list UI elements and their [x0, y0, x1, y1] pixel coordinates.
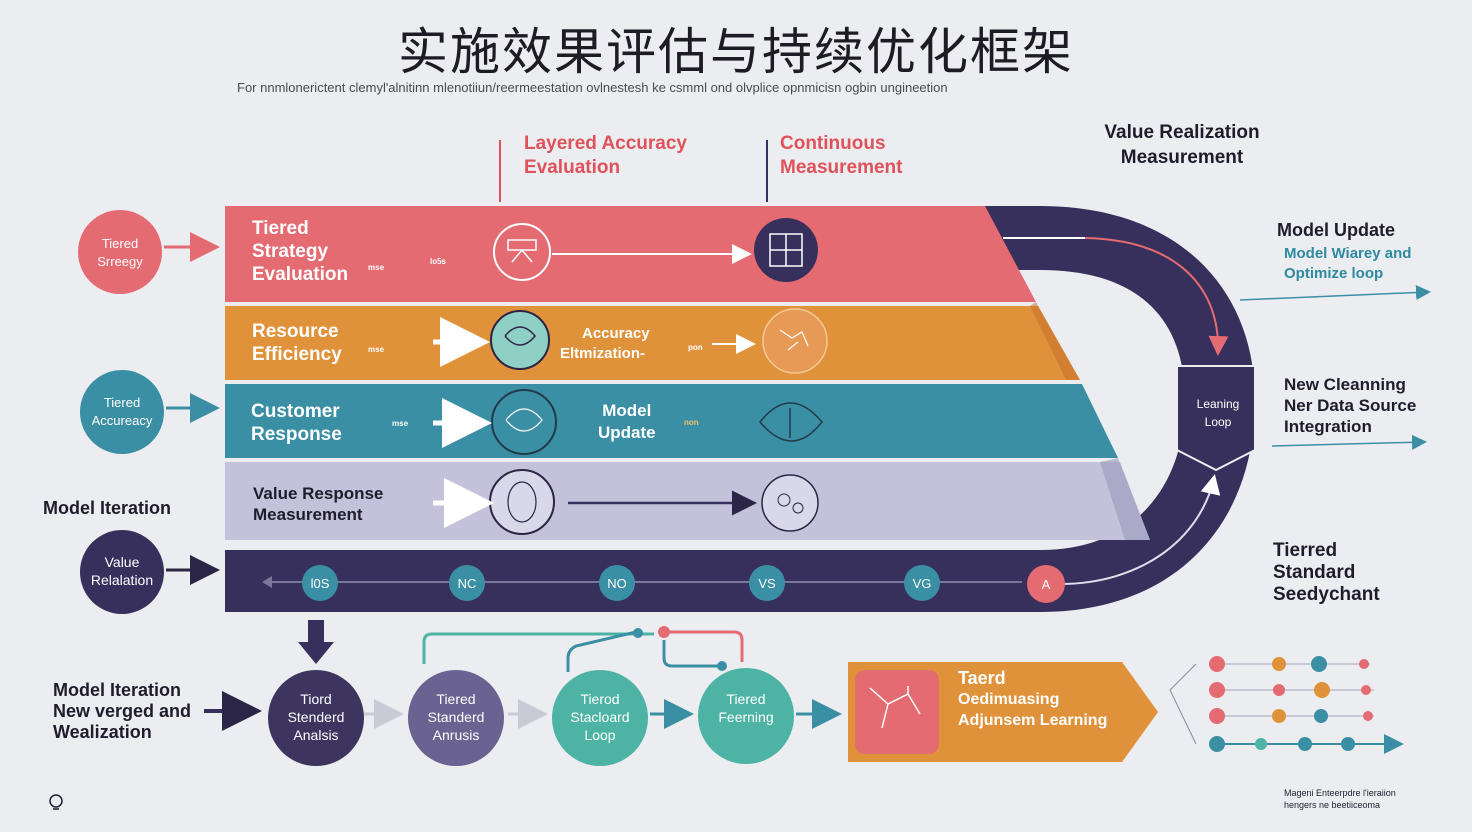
- left-circle-3-label: Value Relalation: [90, 554, 154, 588]
- band3-tag2: non: [684, 418, 699, 427]
- bottom-left-label: Model Iteration New verged and Wealizati…: [53, 680, 192, 742]
- lightbulb-icon: [49, 794, 63, 808]
- fold-shade: [1030, 302, 1080, 380]
- pill-5: [904, 565, 940, 601]
- model-iteration-label: Model Iteration: [43, 498, 172, 518]
- band3-mid: Model Update: [598, 401, 656, 442]
- node-1-label: Tiord Stenderd Analsis: [287, 691, 345, 743]
- pill-4: [749, 565, 785, 601]
- icon-constellation: [762, 308, 828, 374]
- band-orange: [225, 306, 1080, 380]
- header-layered: Layered Accuracy Evaluation: [524, 133, 688, 178]
- icon-network: [493, 223, 551, 281]
- band3-tag1: mse: [392, 419, 409, 428]
- page-title: 实施效果评估与持续优化框架: [398, 23, 1074, 81]
- left-circle-value: [80, 530, 164, 614]
- band1-tag1: mse: [368, 263, 385, 272]
- new-cleaning-label: New Cleanning Ner Data Source Integratio…: [1284, 375, 1417, 436]
- connector-blue: [566, 630, 637, 672]
- band3-label: Customer Response: [251, 401, 342, 445]
- pill-4-label: VS: [758, 576, 776, 591]
- left-circle-strategy: [78, 210, 162, 294]
- dot-row-bracket: [1169, 663, 1197, 745]
- pill-1-label: l0S: [310, 576, 330, 591]
- icon-molecule: [761, 474, 819, 532]
- orange-box-icon-bg: [855, 670, 939, 754]
- node-1-circle: [268, 670, 364, 766]
- icon-diamond: [759, 402, 823, 442]
- node-3-circle: [552, 670, 648, 766]
- model-update-sub: Model Wiarey and Optimize loop: [1284, 245, 1412, 282]
- tiered-standard-label: Tierred Standard Seedychant: [1273, 540, 1380, 605]
- down-arrow: [298, 620, 334, 664]
- constellation-icon: [869, 686, 921, 729]
- left-circle-accuracy: [80, 370, 164, 454]
- node-2-label: Tiered Standerd Anrusis: [427, 691, 485, 743]
- model-update-title: Model Update: [1277, 220, 1396, 240]
- pill-2: [449, 565, 485, 601]
- pill-6-label: A: [1041, 577, 1051, 592]
- connector-loop: [662, 640, 724, 668]
- new-cleaning-arrow: [1271, 434, 1427, 450]
- page-subtitle: For nnmlonerictent clemyl'alnitinn mleno…: [237, 80, 948, 95]
- band1-tag2: lo5s: [430, 257, 447, 266]
- pill-2-label: NC: [457, 576, 477, 591]
- loop-arrow-up: [1059, 474, 1221, 585]
- node-4-label: Tiered Feerning: [718, 691, 774, 725]
- loop-arrow-red: [1084, 237, 1229, 356]
- node-4-circle: [698, 668, 794, 764]
- icon-globe: [491, 389, 557, 455]
- learning-loop-label: Leaning Loop: [1196, 397, 1240, 429]
- band2-tag1: mse: [368, 345, 385, 354]
- connector-red: [664, 630, 744, 662]
- fold-shade-2: [1100, 458, 1150, 540]
- icon-brain: [490, 310, 550, 370]
- footnote: Mageni Enteerpdre l'ieraiion hengers ne …: [1284, 788, 1396, 810]
- learning-loop-shield: [1176, 365, 1256, 472]
- connector-teal: [422, 632, 654, 664]
- node-2-circle: [408, 670, 504, 766]
- model-update-arrow: [1239, 285, 1431, 301]
- header-continuous: Continuous Measurement: [780, 133, 903, 178]
- pill-3-label: NO: [607, 576, 627, 591]
- pill-5-label: VG: [912, 576, 932, 591]
- band1-label: Tiered Strategy Evaluation: [252, 218, 349, 285]
- icon-orbit: [489, 469, 555, 535]
- band2-mid: Accuracy Eltmization-: [560, 325, 650, 362]
- band4-label: Value Response Measurement: [253, 484, 384, 524]
- orange-box-label: Taerd Oedimuasing Adjunsem Learning: [958, 668, 1108, 729]
- pill-6: [1027, 565, 1065, 603]
- left-circle-1-label: Tiered Srreegy: [97, 236, 143, 269]
- band2-label: Resource Efficiency: [252, 321, 342, 365]
- pill-1: [302, 565, 338, 601]
- band2-tag2: pon: [688, 343, 703, 352]
- node-3-label: Tierod Stacloard Loop: [570, 691, 630, 743]
- pill-3: [599, 565, 635, 601]
- left-circle-2-label: Tiered Accureacy: [91, 395, 153, 428]
- band-teal: [225, 384, 1118, 458]
- header-value-realization: Value Realization Measurement: [1104, 122, 1260, 168]
